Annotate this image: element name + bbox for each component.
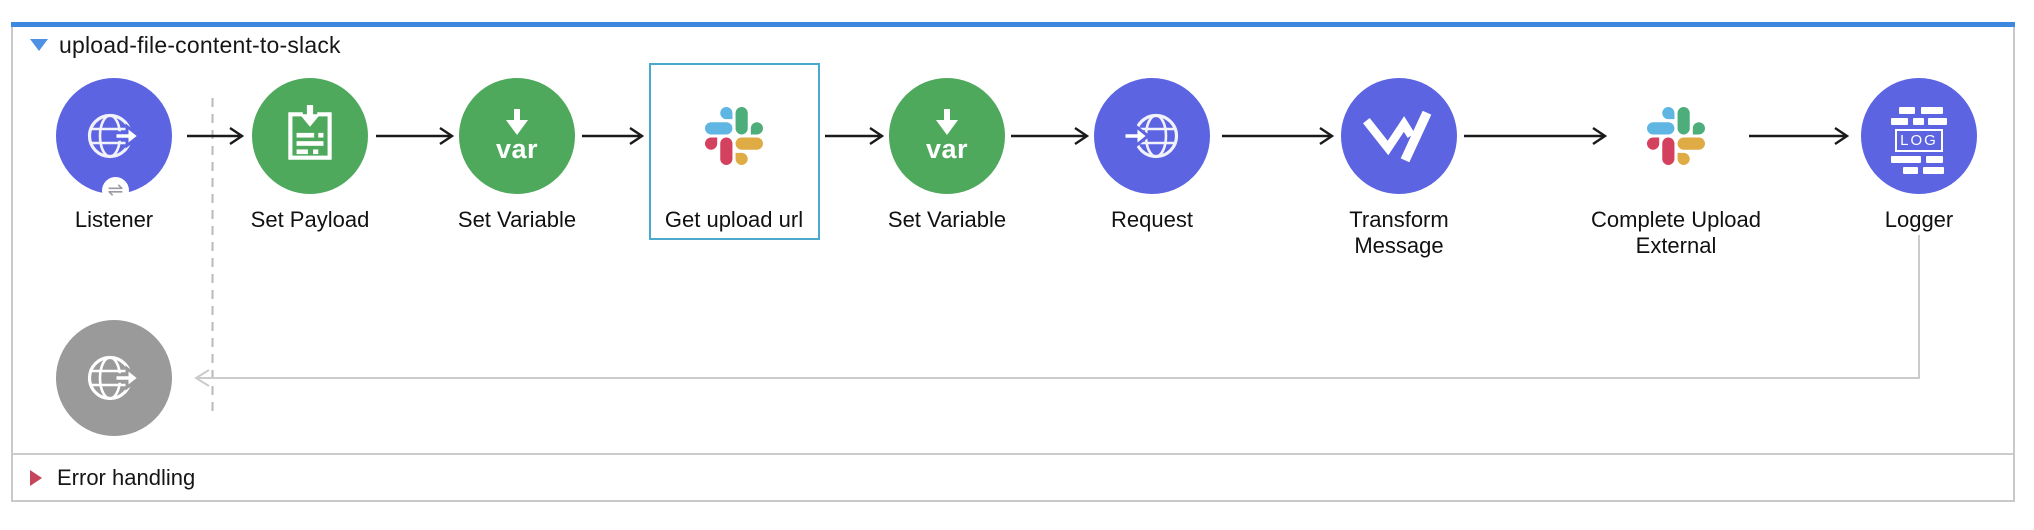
expand-triangle-icon[interactable]: [30, 469, 42, 486]
slack-icon[interactable]: [705, 107, 763, 165]
error-handling-section[interactable]: Error handling: [13, 453, 2013, 500]
node-label: Set Payload: [250, 207, 370, 232]
globe-arrow-glyph: [87, 355, 142, 401]
node-label: Get upload url: [664, 207, 804, 232]
logger-icon[interactable]: LOG: [1861, 78, 1977, 194]
node-label: Complete Upload External: [1591, 207, 1761, 258]
down-arrow-glyph: [935, 109, 958, 135]
var-glyph: var: [926, 109, 968, 163]
disabled-http-listener-icon[interactable]: [56, 320, 172, 436]
collapse-triangle-icon[interactable]: [30, 39, 48, 51]
payload-document-glyph: [288, 105, 332, 160]
node-label: Set Variable: [887, 207, 1007, 232]
var-text: var: [495, 134, 539, 164]
log-glyph: LOG: [1861, 78, 1977, 194]
message-arrows: [187, 127, 1850, 145]
error-handling-label: Error handling: [57, 464, 196, 490]
flow-title: upload-file-content-to-slack: [59, 31, 341, 58]
var-text: var: [925, 134, 969, 164]
http-listener-icon[interactable]: [56, 78, 172, 194]
http-request-icon[interactable]: [1094, 78, 1210, 194]
set-payload-icon[interactable]: [252, 78, 368, 194]
node-label: Transform Message: [1349, 207, 1449, 258]
flow-container: upload-file-content-to-slack: [11, 22, 2015, 502]
transform-message-icon[interactable]: [1341, 78, 1457, 194]
globe-arrow-glyph: [87, 113, 142, 159]
message-source-badge-icon: ⇌: [102, 177, 129, 204]
node-label: Request: [1111, 207, 1193, 232]
dataweave-glyph: [1363, 110, 1432, 163]
flow-accent-bar: [11, 22, 2015, 27]
slack-icon[interactable]: [1647, 107, 1705, 165]
globe-arrow-glyph: [1122, 113, 1179, 159]
flow-header[interactable]: upload-file-content-to-slack: [13, 29, 341, 61]
set-variable-icon[interactable]: var: [889, 78, 1005, 194]
var-glyph: var: [496, 109, 538, 163]
node-label: Set Variable: [457, 207, 577, 232]
down-arrow-glyph: [505, 109, 528, 135]
node-label: Listener: [74, 207, 154, 232]
set-variable-icon[interactable]: var: [459, 78, 575, 194]
log-text: LOG: [1895, 129, 1943, 152]
selection-box: [649, 63, 820, 240]
node-label: Logger: [1884, 207, 1954, 232]
